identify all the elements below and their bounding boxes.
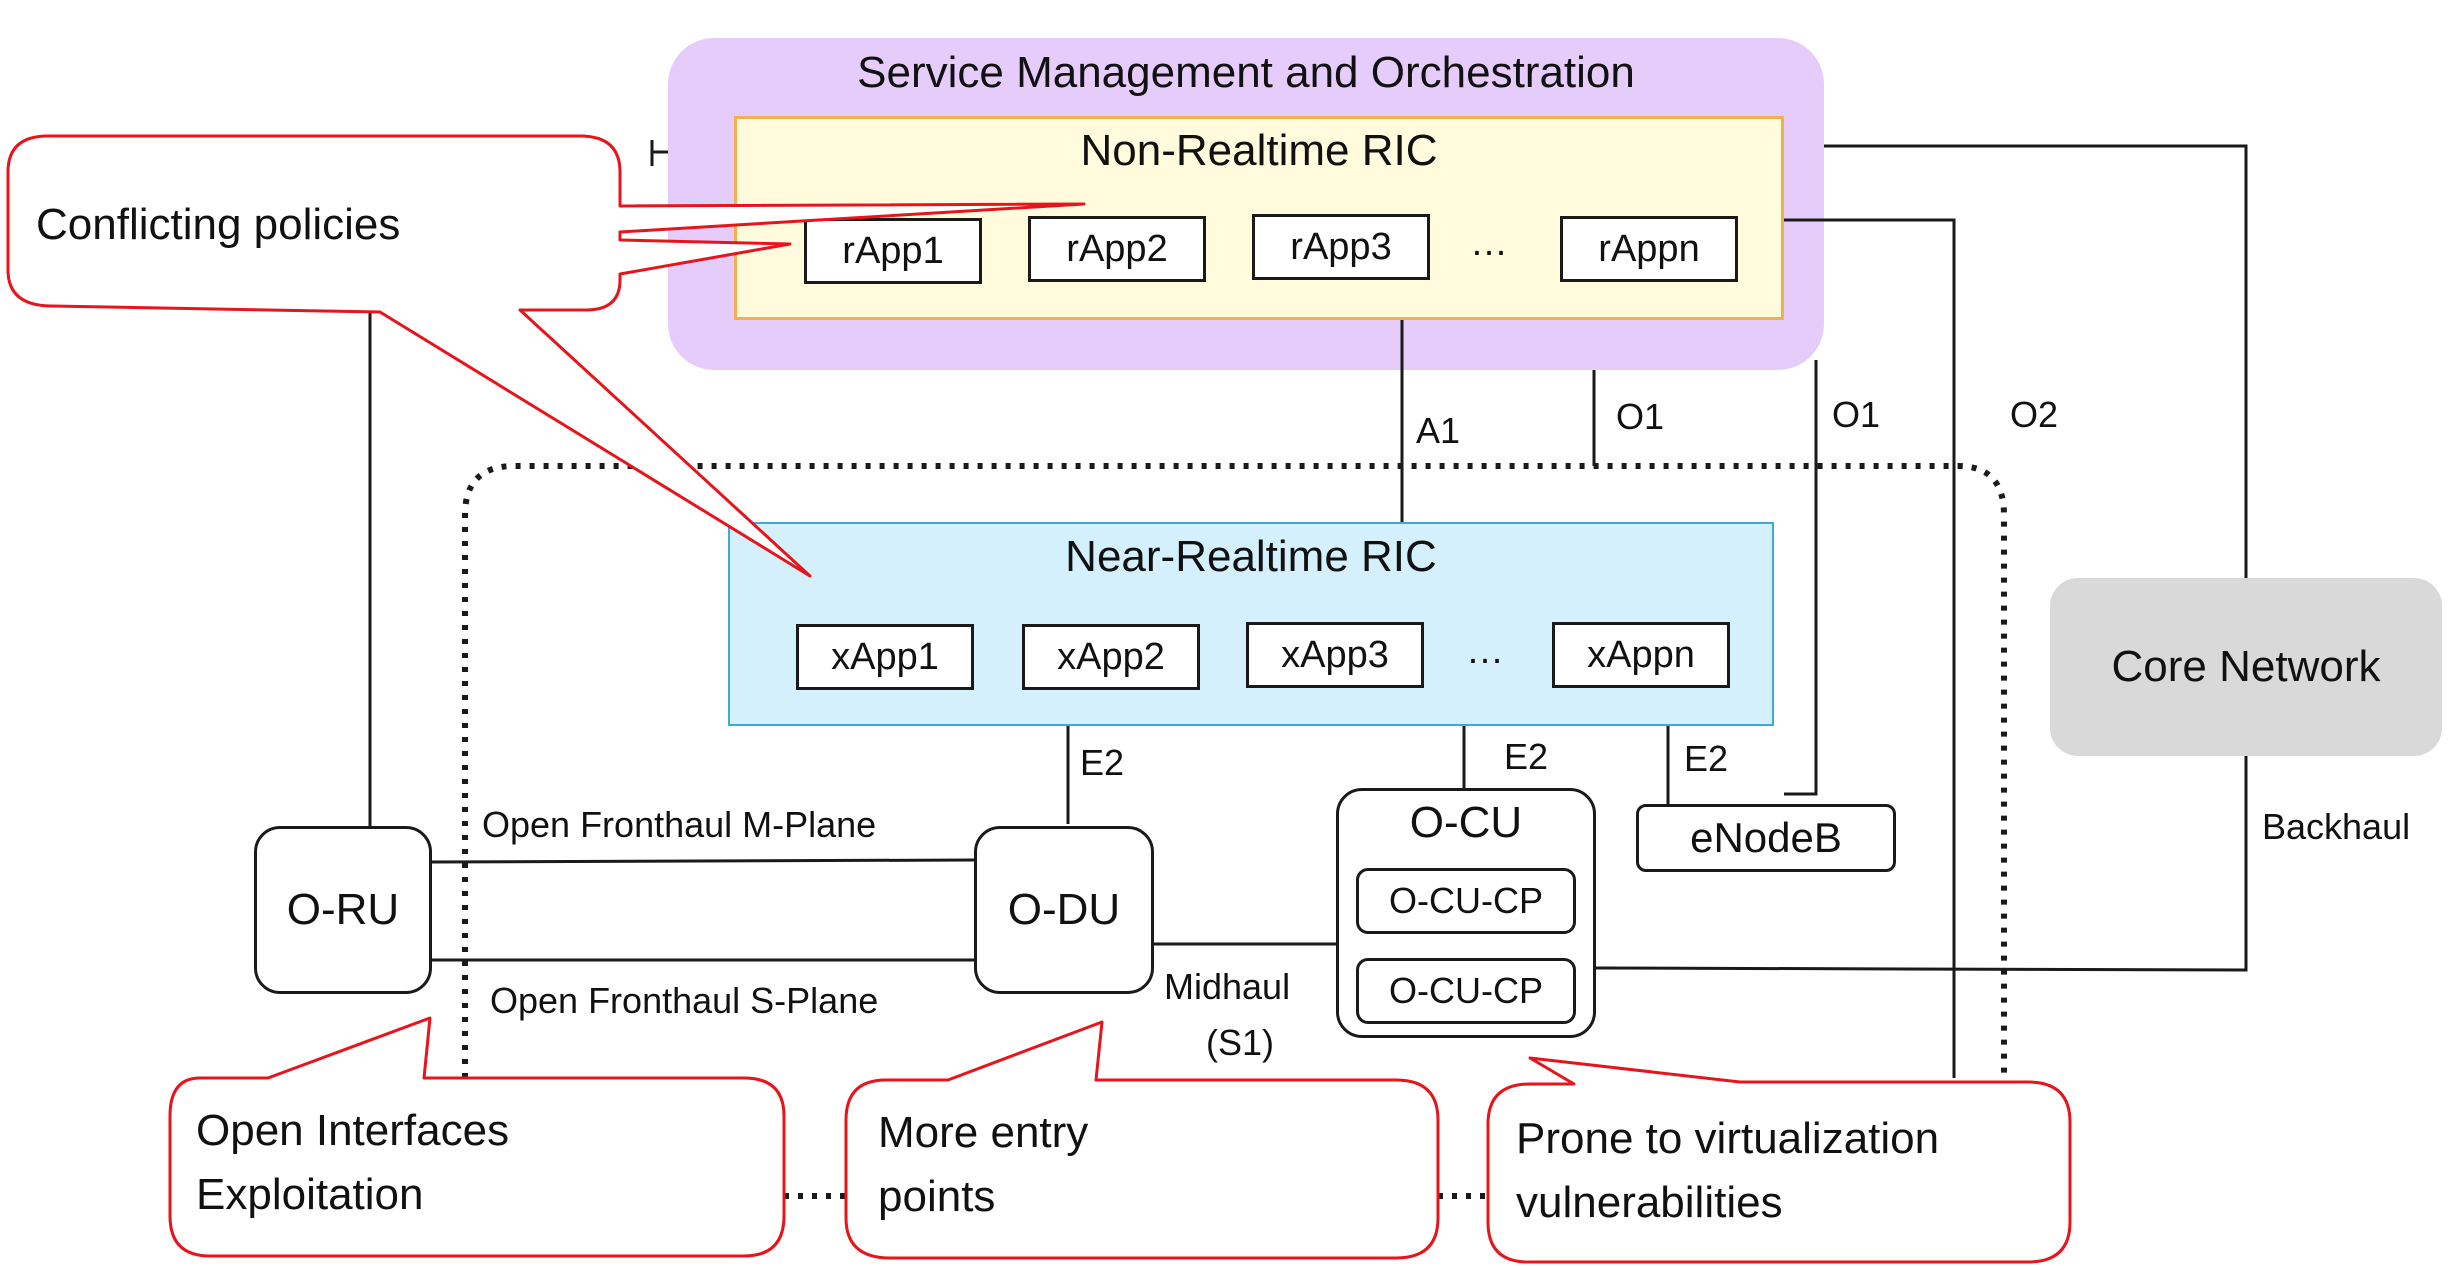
enodeb-node: eNodeB: [1636, 804, 1896, 872]
core-network: Core Network: [2050, 578, 2442, 756]
callout-open-interfaces-line2: Exploitation: [196, 1170, 424, 1219]
callout-entry-points-line2: points: [878, 1172, 996, 1221]
callout-virtualization-shape: [1486, 1056, 2072, 1264]
xapp-3: xApp3: [1246, 622, 1424, 688]
fronthaul-s-label: Open Fronthaul S-Plane: [490, 980, 879, 1021]
midhaul-label-1: Midhaul: [1164, 966, 1291, 1007]
fronthaul-m-link: [431, 858, 975, 864]
midhaul-label-2: (S1): [1206, 1022, 1275, 1063]
o2-label: O2: [2010, 394, 2059, 435]
o1-enodeb-link: [1784, 360, 1818, 796]
rapp-2: rApp2: [1028, 216, 1206, 282]
backhaul-label: Backhaul: [2262, 806, 2411, 847]
callout-virtualization-line1: Prone to virtualization: [1516, 1114, 1940, 1163]
near-rt-ric-title: Near-Realtime RIC: [1065, 532, 1437, 581]
callout-conflicting-text: Conflicting policies: [36, 200, 401, 249]
rapp-ellipsis: …: [1470, 222, 1508, 264]
rapp-1: rApp1: [804, 218, 982, 284]
smo-core-link: [1824, 144, 2248, 578]
e2-enb-label: E2: [1684, 738, 1729, 779]
callout-conflicting-shape: [6, 134, 1086, 578]
o2-link: [1784, 218, 1956, 1078]
fronthaul-m-label: Open Fronthaul M-Plane: [482, 804, 877, 845]
rapp-n: rAppn: [1560, 216, 1738, 282]
o1-label-left: O1: [1616, 396, 1665, 437]
xapp-n: xAppn: [1552, 622, 1730, 688]
callout-open-interfaces-line1: Open Interfaces: [196, 1106, 510, 1155]
backhaul-link: [1595, 756, 2248, 972]
o-ru-node: O-RU: [254, 826, 432, 994]
xapp-ellipsis: …: [1466, 630, 1504, 672]
e2-cu-label: E2: [1504, 736, 1549, 777]
o-cu-cp-2: O-CU-CP: [1356, 958, 1576, 1024]
o-cu-cp-1: O-CU-CP: [1356, 868, 1576, 934]
rapp-3: rApp3: [1252, 214, 1430, 280]
callout-open-interfaces-shape: [168, 1016, 786, 1258]
callout-entry-points-shape: [844, 1020, 1440, 1260]
smo-title: Service Management and Orchestration: [857, 48, 1635, 97]
callout-virtualization-line2: vulnerabilities: [1516, 1178, 1783, 1227]
e2-du-label: E2: [1080, 742, 1125, 783]
xapp-2: xApp2: [1022, 624, 1200, 690]
non-rt-ric-title: Non-Realtime RIC: [1080, 126, 1438, 175]
xapp-1: xApp1: [796, 624, 974, 690]
a1-label: A1: [1416, 410, 1461, 451]
callout-entry-points-line1: More entry: [878, 1108, 1089, 1157]
o-cu-title: O-CU: [1409, 798, 1523, 847]
o-du-node: O-DU: [974, 826, 1154, 994]
o1-label-right: O1: [1832, 394, 1881, 435]
